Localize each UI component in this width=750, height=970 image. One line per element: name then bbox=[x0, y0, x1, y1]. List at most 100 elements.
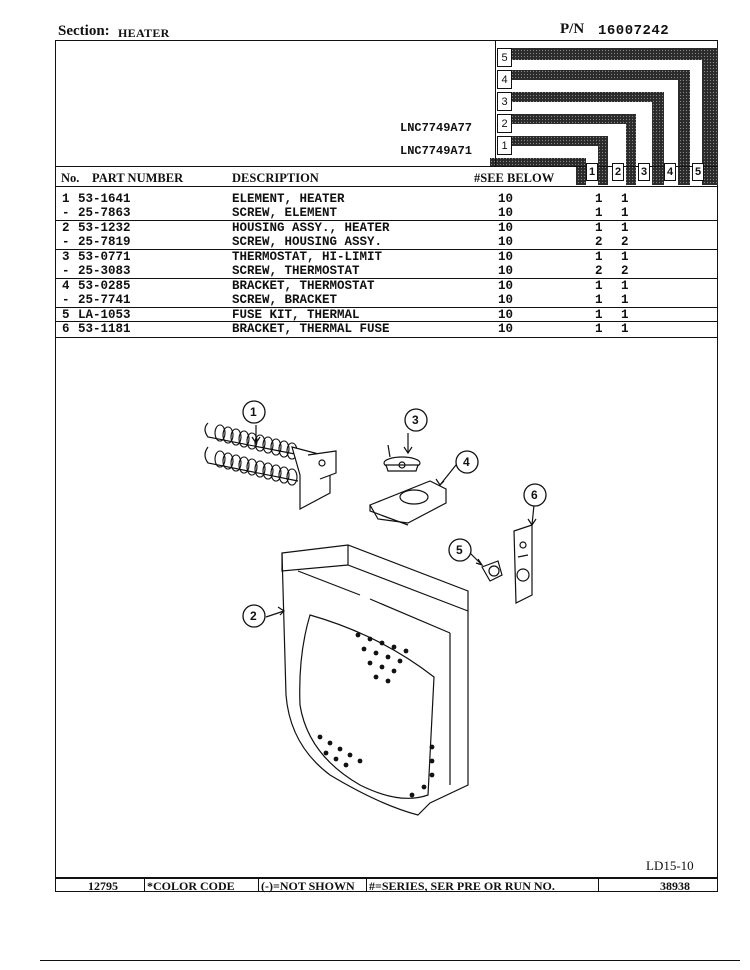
col-series-1: 1 bbox=[586, 163, 598, 181]
row-description: SCREW, BRACKET bbox=[232, 293, 338, 307]
model-number: LNC7749A77 bbox=[400, 121, 473, 135]
row-qty-series-2: 1 bbox=[621, 279, 629, 293]
footer-bar bbox=[55, 878, 718, 892]
row-part-number: 53-1641 bbox=[78, 192, 131, 206]
row-divider bbox=[55, 220, 718, 221]
header-top-rule bbox=[55, 166, 718, 167]
col-see-below: #SEE BELOW bbox=[474, 171, 555, 185]
callout-2-label: 2 bbox=[250, 609, 257, 623]
row-qty-series-1: 1 bbox=[595, 221, 603, 235]
row-description: HOUSING ASSY., HEATER bbox=[232, 221, 390, 235]
row-qty-series-1: 1 bbox=[595, 308, 603, 322]
row-no: 1 bbox=[62, 192, 70, 206]
row-part-number: 53-0285 bbox=[78, 279, 131, 293]
series-box-5: 5 bbox=[497, 48, 512, 67]
row-qty-series-1: 1 bbox=[595, 206, 603, 220]
row-see-below: 10 bbox=[498, 206, 514, 220]
col-series-4: 4 bbox=[664, 163, 676, 181]
row-see-below: 10 bbox=[498, 293, 514, 307]
row-qty-series-2: 1 bbox=[621, 250, 629, 264]
drawing-code: LD15-10 bbox=[646, 858, 694, 873]
row-divider bbox=[55, 321, 718, 322]
callout-6-label: 6 bbox=[531, 488, 538, 502]
row-part-number: 25-7863 bbox=[78, 206, 131, 220]
row-no: 3 bbox=[62, 250, 70, 264]
row-see-below: 10 bbox=[498, 308, 514, 322]
row-qty-series-2: 1 bbox=[621, 308, 629, 322]
row-part-number: LA-1053 bbox=[78, 308, 131, 322]
col-series-3: 3 bbox=[638, 163, 650, 181]
footer-series-note: #=SERIES, SER PRE OR RUN NO. bbox=[369, 879, 555, 893]
callout-1 bbox=[242, 400, 266, 424]
row-qty-series-2: 1 bbox=[621, 206, 629, 220]
row-divider bbox=[55, 278, 718, 279]
row-no: 4 bbox=[62, 279, 70, 293]
callout-5-label: 5 bbox=[456, 543, 463, 557]
footer-document-number: 38938 bbox=[660, 879, 690, 893]
callout-3-label: 3 bbox=[412, 413, 419, 427]
page-frame bbox=[55, 40, 718, 878]
callout-1-label: 1 bbox=[250, 405, 257, 419]
row-no: - bbox=[62, 235, 70, 249]
row-part-number: 25-7741 bbox=[78, 293, 131, 307]
row-qty-series-1: 2 bbox=[595, 264, 603, 278]
row-qty-series-2: 2 bbox=[621, 235, 629, 249]
thermal-fuse-bracket-drawing bbox=[513, 524, 533, 604]
row-description: FUSE KIT, THERMAL bbox=[232, 308, 360, 322]
row-see-below: 10 bbox=[498, 192, 514, 206]
row-description: THERMOSTAT, HI-LIMIT bbox=[232, 250, 383, 264]
row-part-number: 53-1232 bbox=[78, 221, 131, 235]
header-bottom-rule bbox=[55, 186, 718, 187]
thermostat-bracket-drawing bbox=[369, 480, 447, 526]
row-see-below: 10 bbox=[498, 279, 514, 293]
heater-element-drawing bbox=[204, 422, 337, 510]
series-box-4: 4 bbox=[497, 70, 512, 89]
callout-5 bbox=[448, 538, 472, 562]
row-description: SCREW, THERMOSTAT bbox=[232, 264, 360, 278]
col-series-5: 5 bbox=[692, 163, 704, 181]
row-qty-series-2: 1 bbox=[621, 293, 629, 307]
ladder-divider bbox=[495, 40, 496, 166]
row-qty-series-1: 1 bbox=[595, 322, 603, 336]
row-qty-series-1: 1 bbox=[595, 293, 603, 307]
callout-4-label: 4 bbox=[463, 455, 470, 469]
part-number-value: 16007242 bbox=[598, 23, 670, 39]
section-label: Section: bbox=[58, 23, 110, 39]
row-no: 6 bbox=[62, 322, 70, 336]
row-qty-series-2: 1 bbox=[621, 322, 629, 336]
row-description: BRACKET, THERMOSTAT bbox=[232, 279, 375, 293]
col-series-2: 2 bbox=[612, 163, 624, 181]
row-see-below: 10 bbox=[498, 264, 514, 278]
row-description: ELEMENT, HEATER bbox=[232, 192, 345, 206]
row-no: - bbox=[62, 264, 70, 278]
callout-6 bbox=[523, 483, 547, 507]
series-box-2: 2 bbox=[497, 114, 512, 133]
col-part-number: PART NUMBER bbox=[92, 171, 184, 185]
row-qty-series-1: 1 bbox=[595, 279, 603, 293]
row-part-number: 53-1181 bbox=[78, 322, 131, 336]
heater-housing-drawing bbox=[281, 544, 469, 816]
row-part-number: 25-3083 bbox=[78, 264, 131, 278]
row-see-below: 10 bbox=[498, 221, 514, 235]
row-description: SCREW, HOUSING ASSY. bbox=[232, 235, 383, 249]
row-no: 5 bbox=[62, 308, 70, 322]
row-qty-series-2: 1 bbox=[621, 221, 629, 235]
footer-not-shown: (-)=NOT SHOWN bbox=[261, 879, 355, 893]
bottom-rule bbox=[40, 960, 740, 961]
col-description: DESCRIPTION bbox=[232, 171, 319, 185]
footer-code: 12795 bbox=[88, 879, 118, 893]
row-qty-series-1: 1 bbox=[595, 250, 603, 264]
table-bottom-rule bbox=[55, 337, 718, 338]
row-divider bbox=[55, 249, 718, 250]
row-qty-series-2: 1 bbox=[621, 192, 629, 206]
row-description: BRACKET, THERMAL FUSE bbox=[232, 322, 390, 336]
footer-divider bbox=[258, 878, 259, 892]
footer-divider bbox=[366, 878, 367, 892]
col-no: No. bbox=[61, 171, 80, 185]
footer-divider bbox=[144, 878, 145, 892]
row-part-number: 25-7819 bbox=[78, 235, 131, 249]
model-number: LNC7749A71 bbox=[400, 144, 473, 158]
row-no: - bbox=[62, 206, 70, 220]
callout-2 bbox=[242, 604, 266, 628]
exploded-parts-diagram bbox=[204, 422, 537, 816]
